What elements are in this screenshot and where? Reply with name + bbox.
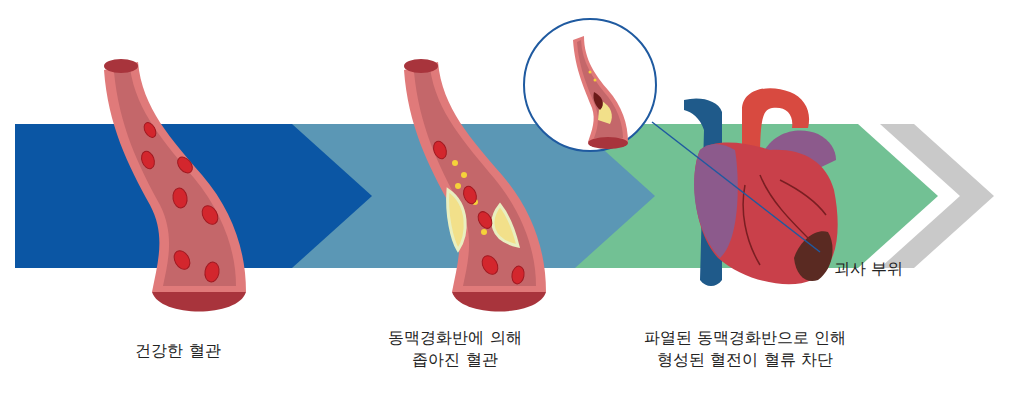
heart bbox=[684, 88, 838, 286]
blood-cells bbox=[139, 121, 221, 283]
vessel-lumen bbox=[114, 68, 236, 286]
vessel-bottom bbox=[588, 137, 628, 149]
fat-dot bbox=[461, 172, 467, 178]
inset-circle bbox=[524, 19, 656, 151]
caption-label: 동맥경화반에 의해 좁아진 혈관 bbox=[373, 327, 538, 371]
fat-dot bbox=[589, 71, 592, 74]
blood-cell bbox=[139, 149, 156, 170]
necrosis bbox=[794, 231, 833, 281]
coronary-arteries bbox=[743, 175, 826, 265]
blood-cell bbox=[199, 203, 221, 227]
callout-label: 괴사 부위 bbox=[834, 258, 903, 280]
vessel-bottom bbox=[152, 292, 246, 312]
coronary-artery bbox=[780, 180, 826, 215]
blood-cell bbox=[511, 265, 526, 285]
caption-label: 건강한 혈관 bbox=[88, 340, 268, 362]
blood-cell bbox=[175, 154, 196, 176]
vessel-wall bbox=[573, 36, 628, 142]
caption-label: 파열된 동맥경화반으로 인해 형성된 혈전이 혈류 차단 bbox=[623, 327, 868, 371]
blood-cells bbox=[431, 139, 525, 284]
blood-cell bbox=[203, 261, 220, 283]
coronary-artery bbox=[760, 175, 810, 240]
vessel-bottom bbox=[452, 292, 546, 312]
vessel-lumen bbox=[414, 68, 536, 286]
clot bbox=[593, 92, 602, 110]
healthy-vessel bbox=[104, 59, 246, 312]
blood-cell bbox=[479, 253, 501, 277]
zoom-inset bbox=[524, 19, 656, 151]
blood-cell bbox=[431, 139, 448, 160]
leader-line bbox=[652, 122, 820, 252]
fat-dot bbox=[452, 160, 458, 166]
heart-body bbox=[694, 143, 837, 285]
plaque bbox=[448, 190, 466, 250]
blood-cell bbox=[171, 187, 188, 209]
fat-dot bbox=[594, 79, 597, 82]
blood-cell bbox=[475, 209, 494, 231]
fat-dot bbox=[455, 183, 461, 189]
vessel-top bbox=[404, 59, 438, 73]
blood-cell bbox=[171, 248, 193, 272]
vessel-top bbox=[104, 59, 138, 73]
plaque bbox=[493, 205, 518, 246]
vessel-lumen bbox=[577, 40, 623, 138]
blood-cell bbox=[142, 121, 159, 140]
left-side bbox=[694, 144, 738, 258]
coronary-artery bbox=[743, 185, 760, 265]
fat-dot bbox=[481, 229, 487, 235]
blood-cell bbox=[461, 184, 478, 205]
vessel-wall bbox=[104, 62, 246, 292]
